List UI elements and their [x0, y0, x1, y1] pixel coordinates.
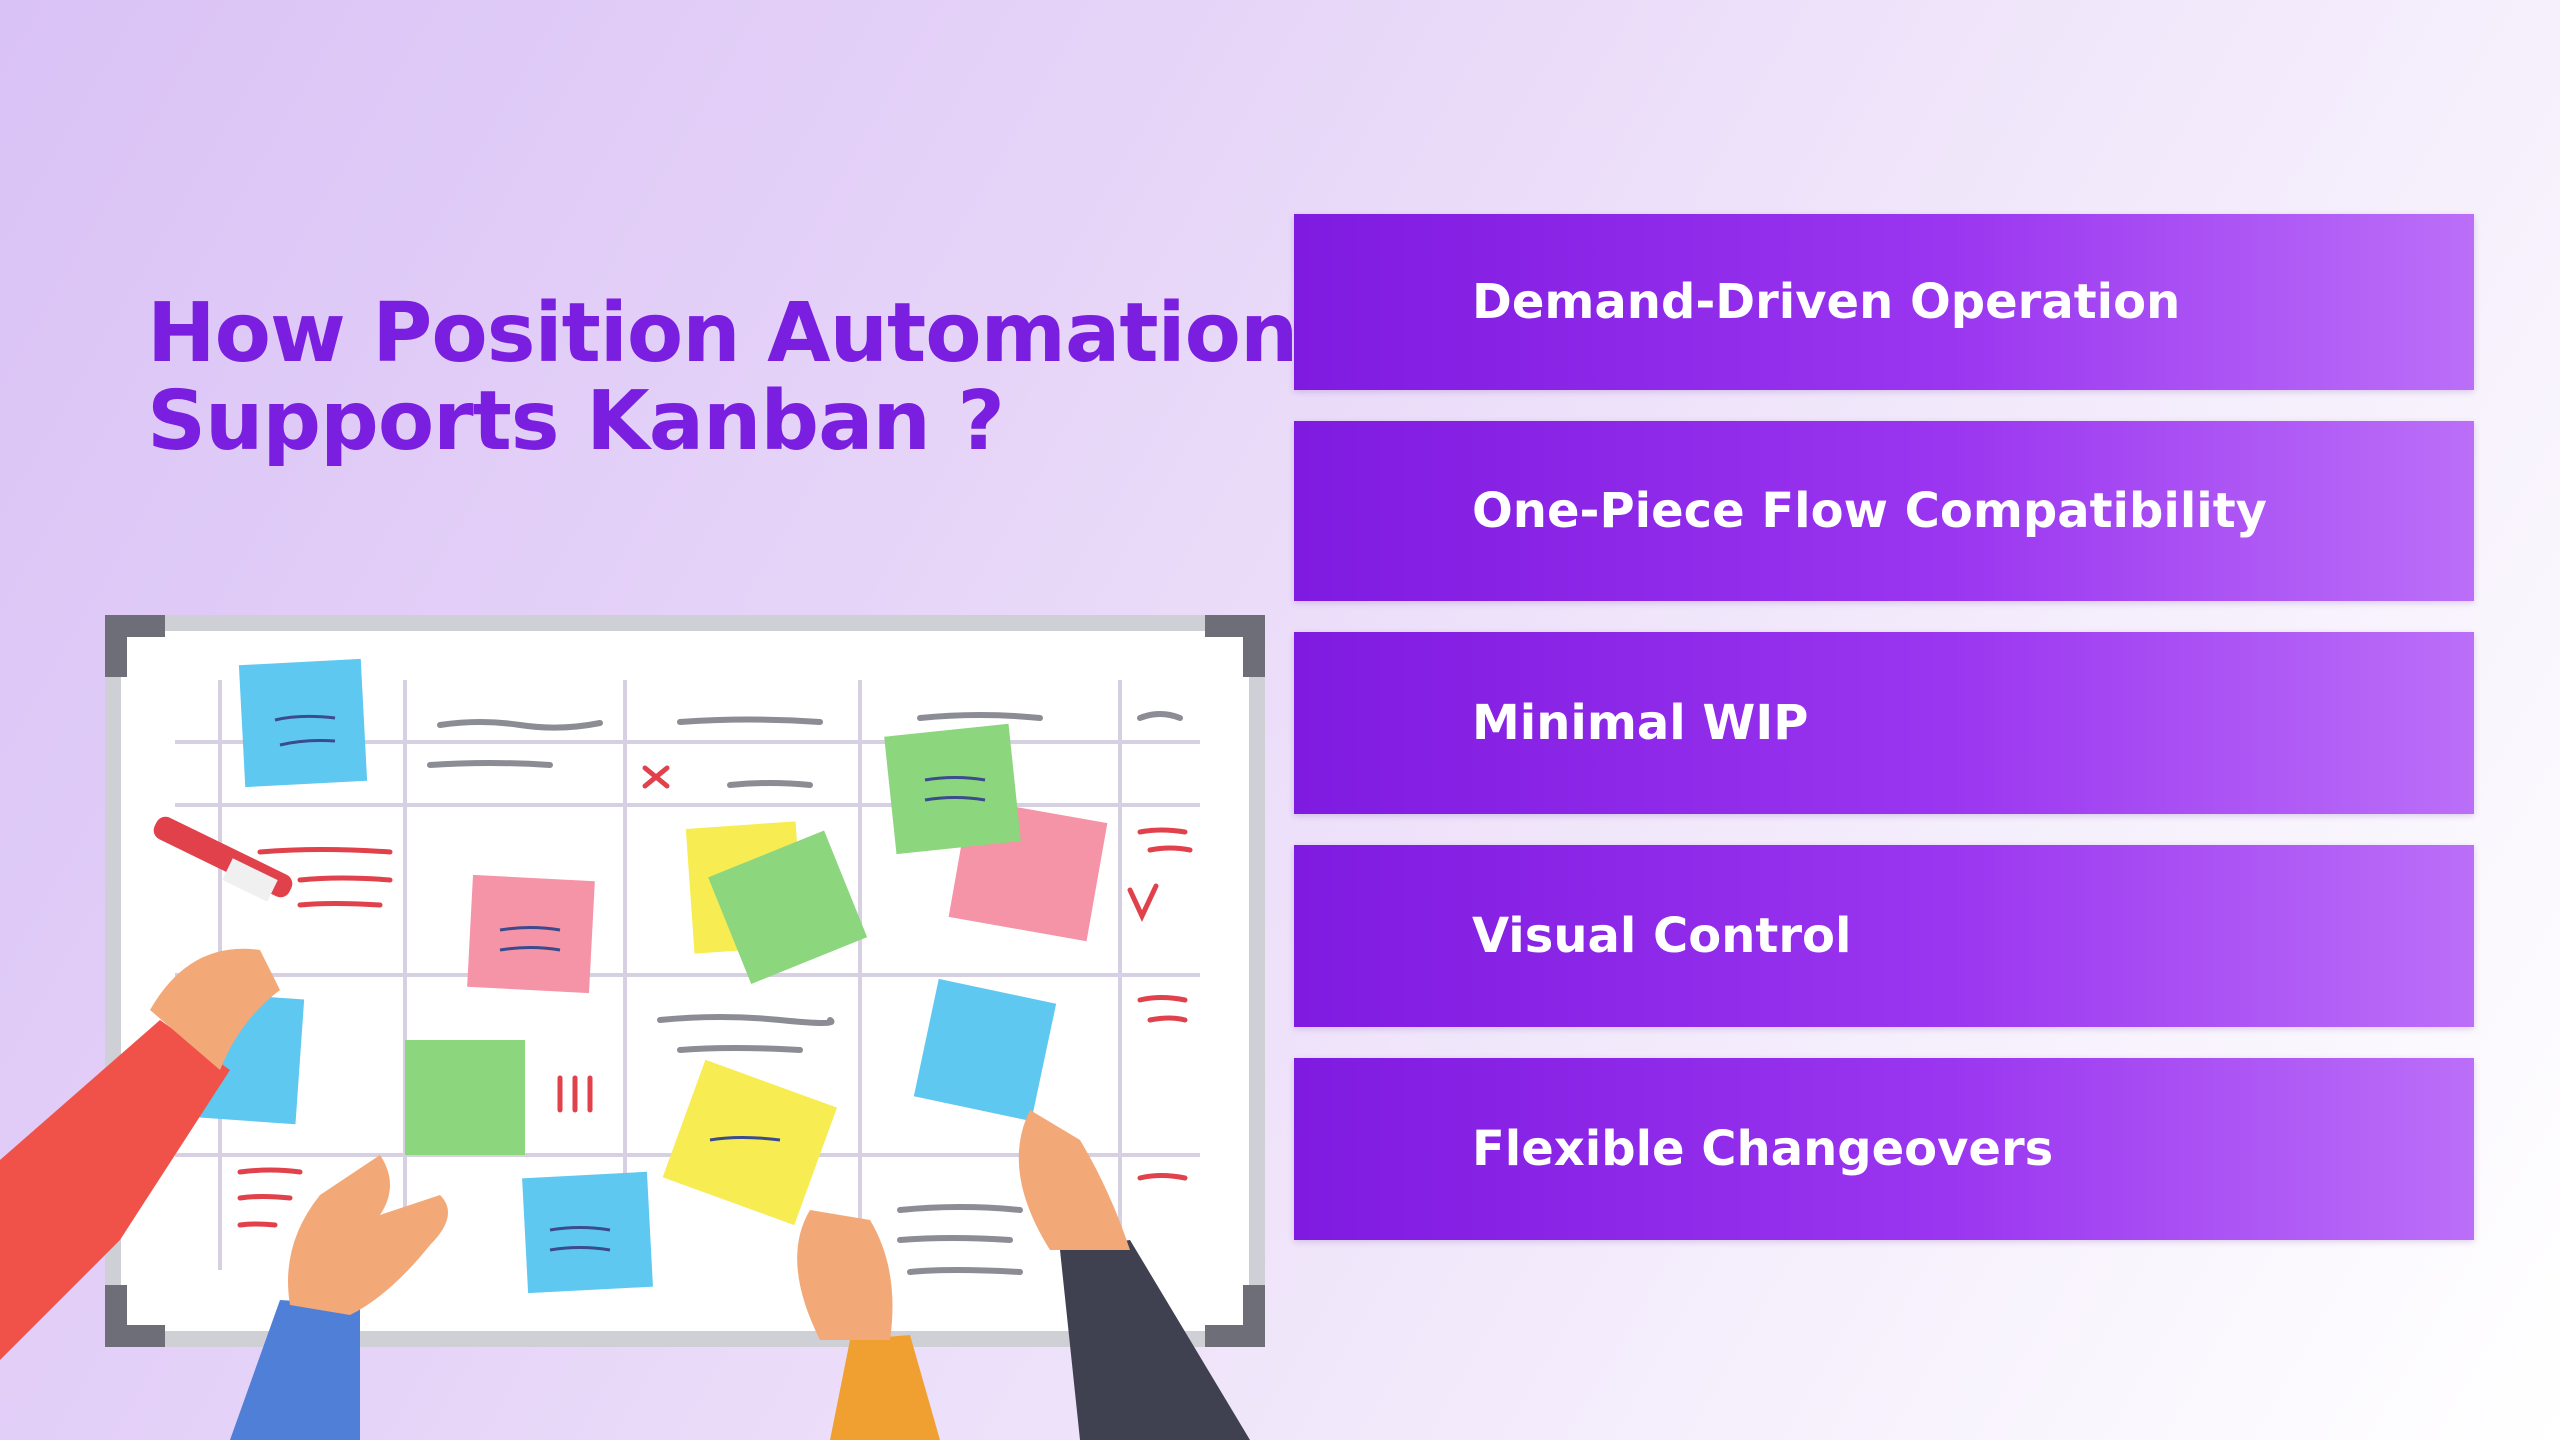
board-corner [105, 1285, 165, 1347]
sticky-note [467, 874, 595, 994]
right-sleeve [1060, 1240, 1250, 1440]
feature-card-label: Demand-Driven Operation [1472, 274, 2181, 330]
page-title: How Position Automation Supports Kanban … [147, 286, 1298, 469]
center-right-sleeve [830, 1335, 940, 1440]
center-right-hand [797, 1210, 893, 1340]
marker-icon [153, 816, 293, 902]
board-corner [1205, 615, 1265, 677]
board-red-marks [237, 765, 1193, 1228]
pointing-hand [288, 1155, 448, 1315]
feature-card-label: One-Piece Flow Compatibility [1472, 483, 2267, 539]
feature-card-one-piece-flow: One-Piece Flow Compatibility [1294, 421, 2474, 601]
sticky-note [405, 1040, 525, 1155]
feature-card-label: Minimal WIP [1472, 695, 1809, 751]
feature-card-minimal-wip: Minimal WIP [1294, 632, 2474, 814]
sticky-note [662, 1059, 837, 1226]
sticky-note [522, 1171, 653, 1294]
note-scribbles [274, 714, 986, 1252]
board-corner [1205, 1285, 1265, 1347]
left-arm-sleeve [0, 1020, 230, 1360]
feature-card-visual-control: Visual Control [1294, 845, 2474, 1027]
feature-card-label: Flexible Changeovers [1472, 1121, 2054, 1177]
sticky-note [238, 658, 368, 788]
kanban-whiteboard-icon [0, 615, 1265, 1440]
sticky-note [884, 723, 1021, 855]
board-scribbles [427, 711, 1183, 1275]
sticky-note [708, 830, 868, 985]
page-title-line-2: Supports Kanban ? [147, 374, 1005, 469]
feature-card-flexible-changeovers: Flexible Changeovers [1294, 1058, 2474, 1240]
right-hand [1018, 1110, 1130, 1250]
feature-card-label: Visual Control [1472, 908, 1852, 964]
sticky-note [913, 978, 1057, 1122]
board-corner [105, 615, 165, 677]
center-left-sleeve [230, 1300, 360, 1440]
page-title-line-1: How Position Automation [147, 286, 1298, 381]
feature-card-demand-driven: Demand-Driven Operation [1294, 214, 2474, 390]
left-hand [150, 948, 280, 1070]
